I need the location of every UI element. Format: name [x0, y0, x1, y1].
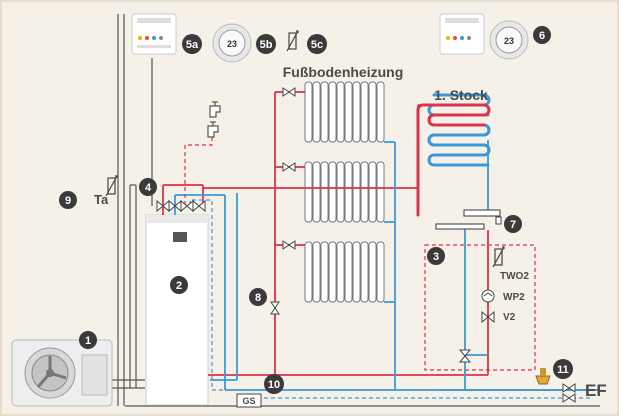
- floor-heating-label: Fußbodenheizung: [283, 64, 404, 80]
- return-pipes: [174, 140, 600, 391]
- floor-red-coil-2: [421, 103, 491, 127]
- marker-3-text: 3: [433, 251, 439, 263]
- marker-1: 1: [79, 331, 97, 349]
- marker-7-text: 7: [510, 219, 516, 231]
- gs-drain-box: GS: [236, 393, 262, 408]
- marker-5a: 5a: [182, 34, 202, 54]
- first-floor-label: 1. Stock: [434, 87, 488, 103]
- marker-5c-text: 5c: [311, 39, 323, 51]
- two2-label: TWO2: [500, 271, 529, 282]
- marker-6: 6: [533, 26, 551, 44]
- gs-label: GS: [242, 396, 255, 406]
- wp2-label: WP2: [503, 292, 525, 303]
- marker-2-text: 2: [176, 280, 182, 292]
- marker-11: 11: [553, 359, 573, 379]
- marker-9: 9: [59, 191, 77, 209]
- marker-6-text: 6: [539, 30, 545, 42]
- room-thermostat-5b: 23: [212, 23, 252, 63]
- faucet-icon: [207, 101, 221, 138]
- marker-5a-text: 5a: [186, 39, 199, 51]
- marker-5b-text: 5b: [260, 39, 273, 51]
- marker-4-text: 4: [145, 182, 152, 194]
- pump-icon: [481, 289, 495, 303]
- marker-3: 3: [427, 247, 445, 265]
- floor-blue-coil: [427, 123, 491, 167]
- water-filter-icon: [535, 368, 551, 385]
- ef-label: EF: [585, 381, 607, 400]
- thermostat-display: 23: [227, 39, 237, 49]
- temperature-sensor-icon: [105, 30, 505, 268]
- ta-label: Ta: [94, 192, 109, 207]
- marker-10-text: 10: [268, 379, 280, 391]
- outdoor-heat-pump-unit: [11, 339, 113, 407]
- indoor-hydrobox: [145, 214, 209, 406]
- marker-8-text: 8: [255, 292, 261, 304]
- marker-7: 7: [504, 215, 522, 233]
- floor-red-coil: [421, 103, 486, 107]
- marker-5c: 5c: [307, 34, 327, 54]
- room-thermostat-6: 23: [489, 20, 529, 60]
- marker-8: 8: [249, 288, 267, 306]
- thermostat-display-2: 23: [504, 36, 514, 46]
- marker-11-text: 11: [557, 364, 569, 376]
- marker-1-text: 1: [85, 335, 91, 347]
- marker-2: 2: [170, 276, 188, 294]
- marker-10: 10: [264, 374, 284, 394]
- marker-9-text: 9: [65, 195, 71, 207]
- wall-controller-5a: [131, 13, 177, 55]
- wall-controller-6: [439, 13, 485, 55]
- v2-label: V2: [503, 312, 516, 323]
- buffer-tank: [435, 209, 501, 230]
- dashed-lines: [184, 136, 590, 399]
- marker-5b: 5b: [256, 34, 276, 54]
- valve-icon: [156, 87, 576, 403]
- marker-4: 4: [139, 178, 157, 196]
- radiator-stack: [304, 81, 385, 303]
